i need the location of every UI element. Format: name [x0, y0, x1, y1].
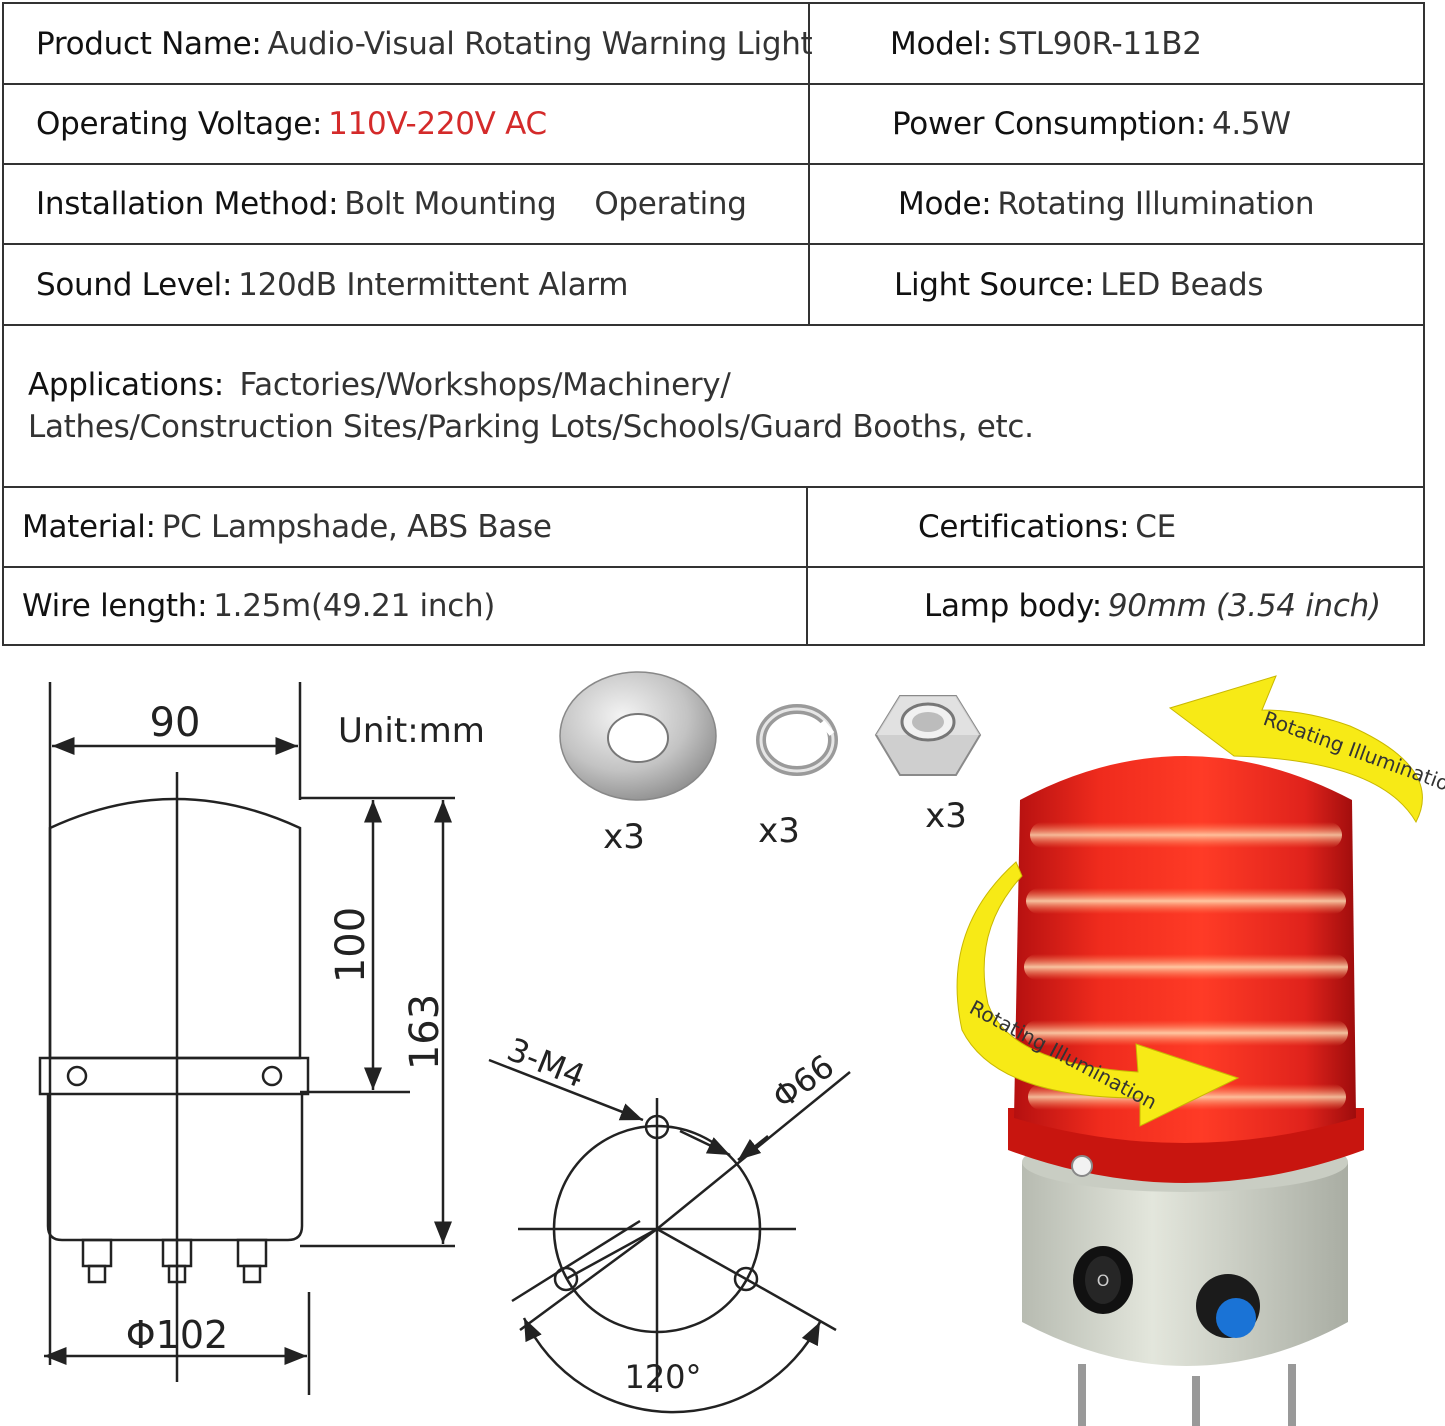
power-consumption-value: 4.5W	[1211, 106, 1291, 142]
model-value: STL90R-11B2	[997, 25, 1202, 62]
material-value: PC Lampshade, ABS Base	[161, 509, 552, 545]
svg-text:O: O	[1097, 1271, 1110, 1290]
spec-row-4: Sound Level: 120dB Intermittent Alarm Li…	[4, 245, 1423, 326]
model-cell: Model: STL90R-11B2	[808, 4, 1423, 83]
operating-voltage-value: 110V-220V AC	[328, 106, 547, 142]
spec-row-2: Operating Voltage: 110V-220V AC Power Co…	[4, 85, 1423, 165]
applications-label: Applications:	[28, 367, 224, 403]
installation-method-extra: Operating	[594, 186, 747, 222]
sound-level-value: 120dB Intermittent Alarm	[238, 266, 629, 303]
light-source-cell: Light Source: LED Beads	[808, 245, 1423, 324]
lamp-body-label: Lamp body:	[924, 588, 1102, 624]
certifications-value: CE	[1135, 509, 1176, 545]
mode-label: Mode:	[898, 186, 992, 222]
spec-row-1: Product Name: Audio-Visual Rotating Warn…	[4, 4, 1423, 85]
mode-value: Rotating Illumination	[997, 186, 1315, 222]
flat-washer-qty: x3	[603, 817, 645, 857]
unit-label: Unit:mm	[338, 711, 485, 751]
total-height-label: 163	[402, 994, 448, 1070]
product-name-label: Product Name:	[36, 25, 262, 62]
hex-nut-qty: x3	[925, 796, 967, 836]
hole-spec-label: 3-M4	[502, 1030, 590, 1095]
installation-method-cell: Installation Method: Bolt Mounting Opera…	[36, 165, 806, 243]
material-cell: Material: PC Lampshade, ABS Base	[22, 488, 802, 566]
spec-table: Product Name: Audio-Visual Rotating Warn…	[2, 2, 1425, 646]
sound-level-cell: Sound Level: 120dB Intermittent Alarm	[36, 245, 806, 324]
spec-row-applications: Applications: Factories/Workshops/Machin…	[4, 326, 1423, 488]
wire-length-value: 1.25m(49.21 inch)	[213, 588, 496, 624]
flat-washer-icon	[559, 671, 717, 801]
wire-length-cell: Wire length: 1.25m(49.21 inch)	[22, 568, 802, 644]
spec-row-7: Wire length: 1.25m(49.21 inch) Lamp body…	[4, 568, 1423, 644]
bolt-circle-label: Φ66	[765, 1047, 841, 1116]
installation-method-label: Installation Method:	[36, 186, 339, 222]
hex-nut-icon	[874, 695, 982, 776]
certifications-cell: Certifications: CE	[806, 488, 1423, 566]
applications-line-2: Lathes/Construction Sites/Parking Lots/S…	[28, 409, 1034, 445]
wire-length-label: Wire length:	[22, 588, 208, 624]
mode-cell: Mode: Rotating Illumination	[808, 165, 1423, 243]
product-name-value: Audio-Visual Rotating Warning Light	[267, 25, 813, 62]
sound-level-label: Sound Level:	[36, 266, 233, 303]
model-label: Model:	[890, 25, 992, 62]
spec-row-3: Installation Method: Bolt Mounting Opera…	[4, 165, 1423, 245]
dome-height-label: 100	[328, 907, 374, 983]
light-source-label: Light Source:	[894, 266, 1095, 303]
product-name-cell: Product Name: Audio-Visual Rotating Warn…	[36, 4, 813, 83]
lamp-body-value: 90mm (3.54 inch)	[1107, 588, 1381, 624]
side-view-drawing	[38, 682, 455, 1395]
power-consumption-label: Power Consumption:	[892, 106, 1206, 142]
light-source-value: LED Beads	[1100, 266, 1264, 303]
power-switch-icon: O	[1073, 1246, 1133, 1314]
base-diameter-label: Φ102	[126, 1313, 228, 1357]
applications-cell: Applications: Factories/Workshops/Machin…	[28, 326, 1403, 486]
rotation-arrow-bottom	[956, 861, 1240, 1127]
mounting-hole-drawing	[488, 1058, 851, 1414]
installation-method-value: Bolt Mounting	[344, 186, 557, 222]
operating-voltage-cell: Operating Voltage: 110V-220V AC	[36, 85, 806, 163]
volume-knob-icon	[1196, 1274, 1260, 1338]
applications-line-1-text: Factories/Workshops/Machinery/	[239, 367, 731, 403]
angle-label: 120°	[624, 1358, 701, 1396]
applications-line-1: Applications: Factories/Workshops/Machin…	[28, 364, 731, 406]
product-illustration: 90 Unit:mm 100 163 Φ102 3-M4 Φ66 120° x3…	[38, 671, 1445, 1426]
power-consumption-cell: Power Consumption: 4.5W	[808, 85, 1423, 163]
spring-washer-qty: x3	[758, 811, 800, 851]
operating-voltage-label: Operating Voltage:	[36, 106, 323, 142]
certifications-label: Certifications:	[918, 509, 1130, 545]
material-label: Material:	[22, 509, 156, 545]
rotation-arrow-top	[1168, 675, 1423, 824]
spec-row-6: Material: PC Lampshade, ABS Base Certifi…	[4, 488, 1423, 568]
lamp-body-cell: Lamp body: 90mm (3.54 inch)	[806, 568, 1423, 644]
spring-washer-icon	[756, 704, 838, 776]
width-dimension-label: 90	[150, 700, 201, 746]
